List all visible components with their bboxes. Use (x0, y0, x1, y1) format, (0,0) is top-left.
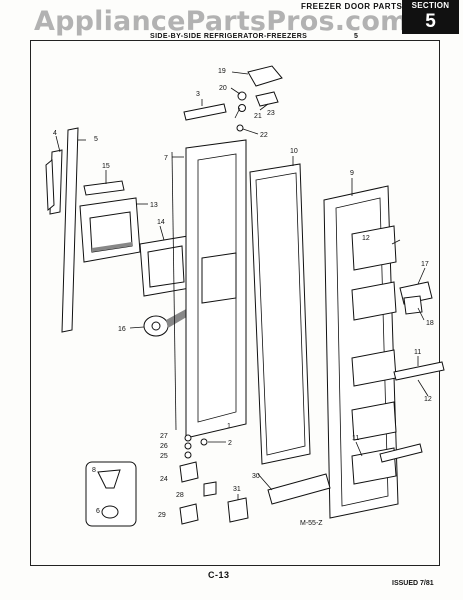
callout-labels: 4 5 15 13 14 7 3 19 20 21 23 22 10 9 12 … (53, 68, 434, 527)
callout-16: 15 (102, 163, 110, 170)
page-subtitle: SIDE-BY-SIDE REFRIGERATOR-FREEZERS (150, 33, 308, 40)
callout-4: 4 (53, 130, 57, 137)
callout-3: 3 (196, 91, 200, 98)
callout-19: 18 (426, 320, 434, 327)
callout-28: 27 (160, 433, 168, 440)
section-badge: SECTION 5 (402, 0, 459, 34)
callout-9: 9 (350, 170, 354, 177)
callout-25: 24 (160, 476, 168, 483)
callout-7: 7 (164, 155, 168, 162)
door-bottom-trim (267, 473, 331, 505)
callout-18: 17 (421, 261, 429, 268)
callout-24: 23 (267, 110, 275, 117)
callout-2: 2 (228, 440, 232, 447)
callout-11a: 11 (414, 349, 421, 356)
dispenser-housing (79, 197, 141, 263)
leader-lines (55, 71, 429, 500)
callout-17: 16 (118, 326, 126, 333)
callout-30: 29 (158, 512, 166, 519)
callout-11b: 11 (352, 435, 359, 442)
callout-6: 6 (96, 508, 100, 515)
dispenser-plate (139, 235, 191, 297)
callout-21: 20 (219, 85, 227, 92)
upper-hinge-assembly (236, 65, 283, 132)
trim-strip (83, 180, 125, 196)
issued-date: ISSUED 7/81 (392, 580, 434, 587)
callout-31: 30 (252, 473, 260, 480)
door-inner-liner (323, 185, 399, 519)
callout-22: 21 (254, 113, 262, 120)
callout-23: 22 (260, 132, 268, 139)
callout-5: 5 (94, 136, 98, 143)
callout-29: 28 (176, 492, 184, 499)
door-handle-strip (45, 127, 79, 333)
shelf-bracket (399, 281, 433, 315)
diagram-frame (30, 40, 440, 566)
callout-13: 12 (424, 396, 432, 403)
door-outer-panel (171, 139, 247, 439)
page-title: FREEZER DOOR PARTS (301, 2, 403, 11)
callout-20: 19 (218, 68, 226, 75)
callout-26: 25 (160, 453, 168, 460)
section-number: 5 (425, 11, 436, 32)
lower-hinge-assembly (179, 434, 249, 525)
callout-10: 10 (290, 148, 298, 155)
section-label: SECTION (411, 1, 450, 10)
cap-inset (85, 461, 137, 527)
callout-15: 14 (157, 219, 165, 226)
callout-32: 31 (233, 486, 241, 493)
watermark: AppliancePartsPros.com (34, 6, 409, 37)
top-hinge-bracket (183, 103, 227, 121)
callout-12: 12 (362, 235, 370, 242)
shelf-retainer (393, 361, 445, 381)
callout-1: 1 (227, 423, 231, 430)
callout-14: 13 (150, 202, 158, 209)
page-code: C-13 (208, 570, 230, 580)
callout-27: 26 (160, 443, 168, 450)
lower-shelf-retainer (379, 443, 423, 463)
drawing-reference: M-55-Z (300, 520, 323, 527)
callout-8: 8 (92, 467, 96, 474)
header-code: 5 (354, 33, 358, 40)
door-gasket (249, 163, 311, 465)
